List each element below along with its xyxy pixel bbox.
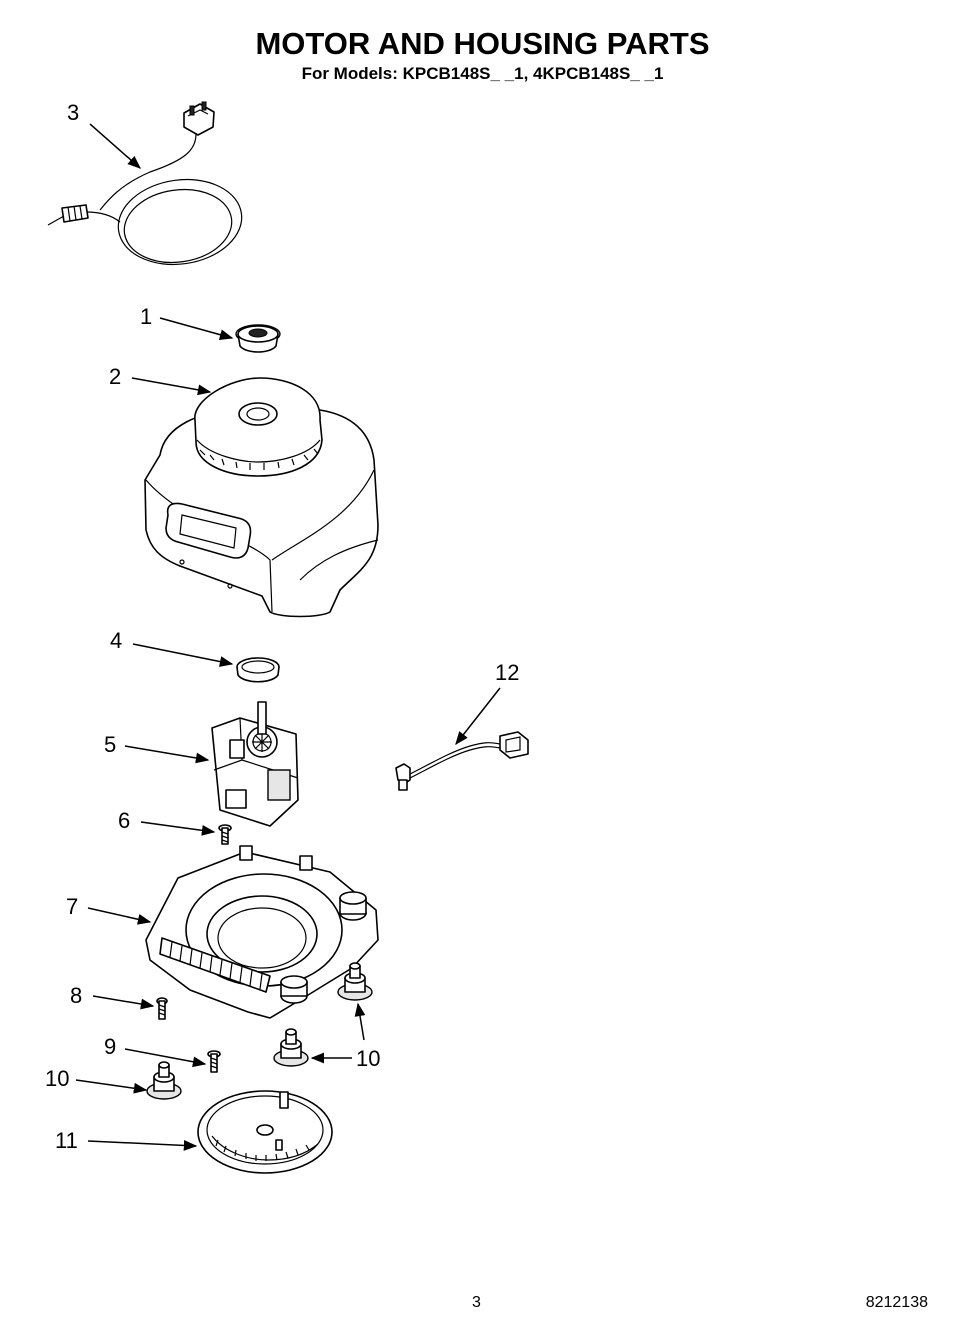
leader-6 bbox=[140, 821, 216, 836]
power-cord-part bbox=[47, 101, 243, 266]
callout-2: 2 bbox=[109, 364, 121, 389]
rubber-foot-part-right bbox=[337, 962, 373, 1001]
base-housing-part bbox=[144, 377, 379, 618]
callout-labels: 3 1 2 4 5 6 7 8 9 10 10 11 12 bbox=[45, 100, 519, 1153]
document-number: 8212138 bbox=[865, 1294, 928, 1311]
wire-harness-part bbox=[395, 731, 529, 791]
callout-10-left: 10 bbox=[45, 1066, 69, 1091]
leader-9 bbox=[124, 1048, 207, 1068]
rubber-foot-part-left bbox=[146, 1061, 182, 1100]
callout-8: 8 bbox=[70, 983, 82, 1008]
leader-11 bbox=[87, 1140, 198, 1151]
callout-12: 12 bbox=[495, 660, 519, 685]
leader-10-left bbox=[75, 1079, 148, 1094]
leader-7 bbox=[87, 907, 152, 925]
foot-screw-part bbox=[207, 1050, 221, 1073]
leader-10-right bbox=[354, 1002, 366, 1041]
leader-1 bbox=[159, 317, 234, 340]
callout-3: 3 bbox=[67, 100, 79, 125]
callout-11: 11 bbox=[55, 1128, 78, 1153]
bottom-plate-part bbox=[197, 1090, 333, 1174]
leader-8 bbox=[92, 995, 155, 1010]
callout-7: 7 bbox=[66, 894, 78, 919]
base-screw-part bbox=[156, 997, 168, 1020]
motor-base-part bbox=[145, 845, 379, 1019]
callout-1: 1 bbox=[140, 304, 152, 329]
leader-12 bbox=[455, 687, 501, 746]
motor-screw-part bbox=[218, 824, 232, 845]
leader-4 bbox=[132, 643, 234, 667]
callout-5: 5 bbox=[104, 732, 116, 757]
rubber-foot-part-center bbox=[273, 1028, 309, 1067]
callout-6: 6 bbox=[118, 808, 130, 833]
leader-5 bbox=[124, 745, 210, 764]
leader-3 bbox=[89, 123, 142, 169]
leader-lines bbox=[75, 123, 501, 1151]
callout-9: 9 bbox=[104, 1034, 116, 1059]
model-subtitle: For Models: KPCB148S_ _1, 4KPCB148S_ _1 bbox=[301, 64, 664, 83]
gasket-ring-part bbox=[236, 657, 280, 683]
leader-2 bbox=[131, 377, 212, 396]
callout-4: 4 bbox=[110, 628, 122, 653]
page-title: MOTOR AND HOUSING PARTS bbox=[255, 26, 710, 61]
page-number: 3 bbox=[472, 1294, 481, 1311]
motor-part bbox=[211, 701, 299, 827]
drive-coupler-part bbox=[235, 324, 281, 353]
callout-10-center: 10 bbox=[356, 1046, 380, 1071]
